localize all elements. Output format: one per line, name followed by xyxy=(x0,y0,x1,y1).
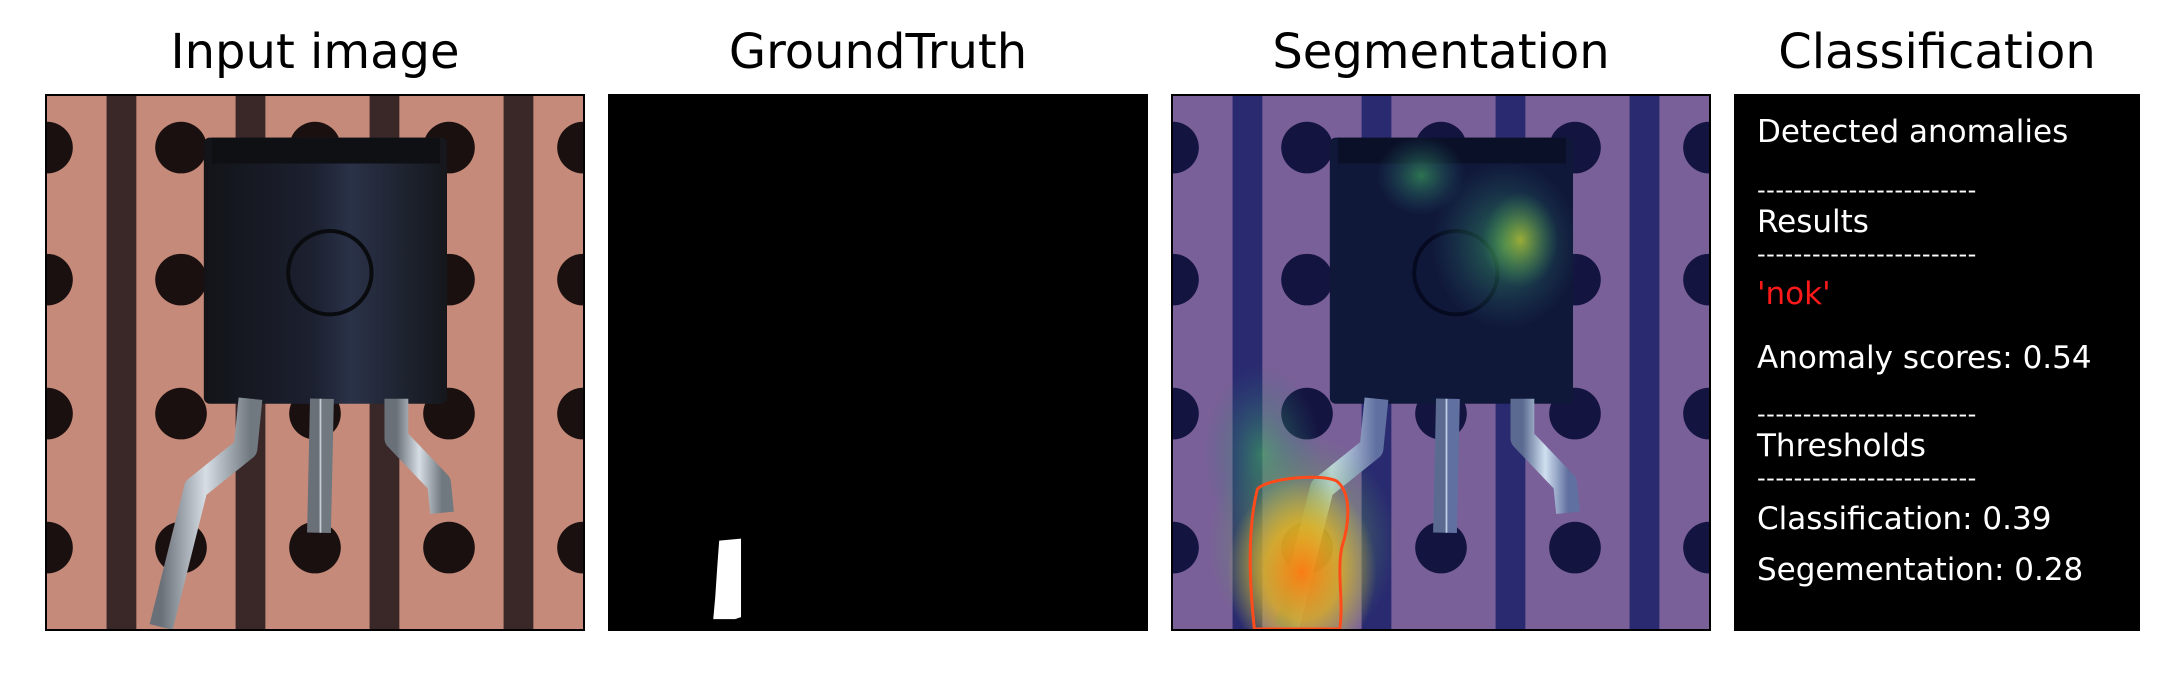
thresholds-label: Thresholds xyxy=(1757,428,1926,464)
ground-truth-mask xyxy=(610,96,1146,629)
classification-threshold: Classification: 0.39 xyxy=(1757,501,2052,537)
ground-truth-title: GroundTruth xyxy=(728,24,1028,80)
detected-anomalies-heading: Detected anomalies xyxy=(1757,114,2069,150)
separator-line: ------------------------ xyxy=(1757,178,1977,202)
anomaly-contour xyxy=(1248,475,1350,629)
segmentation-overlay xyxy=(1173,96,1709,629)
classification-title: Classification xyxy=(1778,24,2096,80)
ground-truth-panel xyxy=(608,94,1148,631)
segmentation-title: Segmentation xyxy=(1272,24,1610,80)
separator-line: ------------------------ xyxy=(1757,242,1977,266)
classification-panel: Detected anomalies ---------------------… xyxy=(1734,94,2140,631)
separator-line: ------------------------ xyxy=(1757,466,1977,490)
input-image-panel xyxy=(45,94,585,631)
result-value: 'nok' xyxy=(1757,276,1831,312)
input-image-title: Input image xyxy=(170,24,460,80)
input-image xyxy=(47,96,583,629)
anomaly-score: Anomaly scores: 0.54 xyxy=(1757,340,2092,376)
segmentation-panel xyxy=(1171,94,1711,631)
defect-mask-region xyxy=(713,538,742,620)
segmentation-threshold: Segementation: 0.28 xyxy=(1757,552,2084,588)
results-label: Results xyxy=(1757,204,1869,240)
separator-line: ------------------------ xyxy=(1757,402,1977,426)
